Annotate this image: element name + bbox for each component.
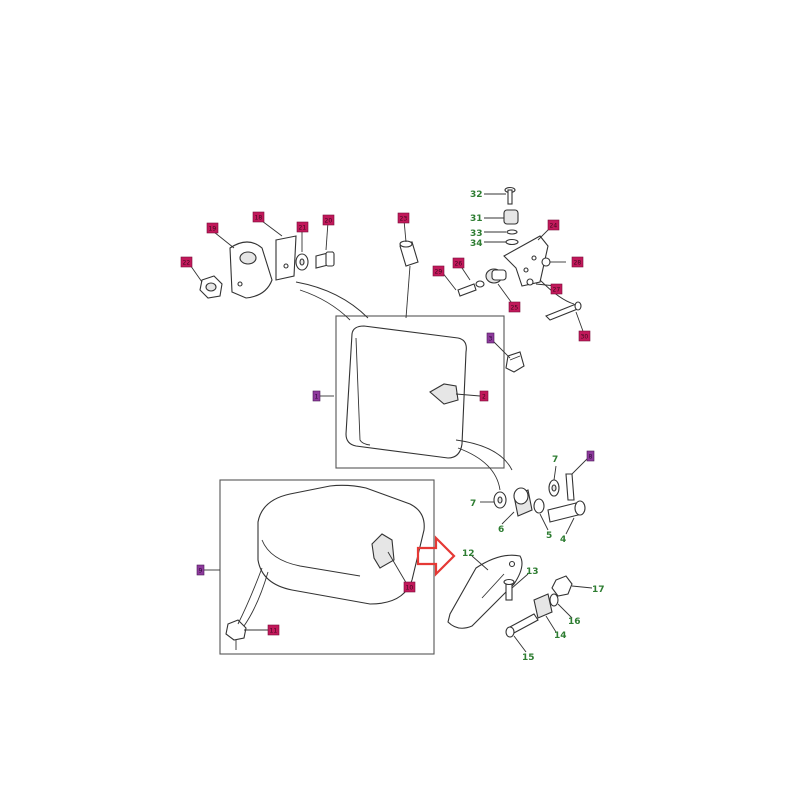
lower-assembly-box [219, 479, 435, 655]
tag-20: 20 [322, 214, 335, 226]
washer-16-part [549, 593, 559, 607]
nut-28-part [541, 257, 551, 267]
callout-7a: 7 [552, 455, 558, 465]
pivot-25-part [485, 268, 507, 284]
callout-4: 4 [560, 535, 566, 545]
callout-31: 31 [470, 214, 483, 224]
screw-32-part [504, 186, 516, 205]
purple-callouts: 1 3 8 9 [196, 332, 595, 576]
lower-cover-part [257, 484, 425, 605]
upper-assembly-box [335, 315, 505, 469]
bush-31-part [503, 209, 519, 225]
svg-text:19: 19 [209, 226, 217, 233]
hinge-bracket-24-part [503, 235, 549, 287]
bolt-29-part [457, 280, 485, 297]
svg-text:9: 9 [199, 568, 203, 575]
callout-15: 15 [522, 653, 535, 663]
svg-text:30: 30 [581, 334, 589, 341]
svg-text:22: 22 [183, 260, 191, 267]
tag-10: 10 [403, 581, 416, 593]
grommet-part [225, 619, 247, 650]
tag-9: 9 [196, 564, 205, 576]
tag-24: 24 [547, 219, 560, 231]
tag-25: 25 [508, 301, 521, 313]
svg-text:27: 27 [553, 287, 561, 294]
washers-33-34-part [505, 229, 519, 246]
tag-27: 27 [550, 283, 563, 295]
nut-17-part [551, 575, 573, 597]
red-callouts: 19 18 21 20 22 23 24 28 26 29 27 25 30 2… [180, 211, 591, 636]
svg-text:8: 8 [589, 454, 593, 461]
stud-13-part [503, 578, 515, 601]
tag-11: 11 [267, 624, 280, 636]
svg-text:24: 24 [550, 223, 558, 230]
tag-26: 26 [452, 257, 465, 269]
plate-18-part [275, 235, 297, 281]
tag-8: 8 [586, 450, 595, 462]
callout-13: 13 [526, 567, 539, 577]
svg-text:21: 21 [299, 225, 307, 232]
callout-17: 17 [592, 585, 605, 595]
callout-16: 16 [568, 617, 581, 627]
upper-cover-part [345, 325, 467, 459]
spacer-23-part [399, 240, 419, 267]
tag-2: 2 [479, 390, 489, 402]
washer-7b-part [493, 491, 507, 509]
bracket-19-part [229, 241, 273, 299]
bush-14-part [533, 593, 553, 619]
tag-18: 18 [252, 211, 265, 223]
callout-32: 32 [470, 190, 483, 200]
stay-12-part [447, 554, 523, 629]
svg-text:11: 11 [270, 628, 278, 635]
tag-29: 29 [432, 265, 445, 277]
svg-text:10: 10 [406, 585, 414, 592]
tag-22: 22 [180, 256, 193, 268]
tag-21: 21 [296, 221, 309, 233]
svg-text:2: 2 [482, 394, 486, 401]
svg-text:26: 26 [455, 261, 463, 268]
svg-text:20: 20 [325, 218, 333, 225]
nut-22-part [199, 275, 223, 299]
washer-5-part [533, 498, 545, 514]
tag-30: 30 [578, 330, 591, 342]
bush-6-part [513, 487, 533, 517]
svg-text:28: 28 [574, 260, 582, 267]
bolt-20-part [315, 251, 335, 269]
green-callouts: 32 31 33 34 7 7 6 5 4 12 13 17 16 14 15 [462, 190, 605, 663]
tag-3: 3 [486, 332, 495, 344]
washer-21-part [295, 253, 309, 271]
callout-6: 6 [498, 525, 504, 535]
callout-14: 14 [554, 631, 567, 641]
svg-text:25: 25 [511, 305, 519, 312]
red-arrow-icon [416, 535, 456, 577]
callout-12: 12 [462, 549, 475, 559]
callout-34: 34 [470, 239, 483, 249]
tag-1: 1 [312, 390, 321, 402]
svg-text:18: 18 [255, 215, 263, 222]
pin-30-part [545, 301, 582, 321]
svg-text:29: 29 [435, 269, 443, 276]
bolt-15-part [505, 613, 539, 638]
svg-text:1: 1 [315, 394, 319, 401]
callout-5: 5 [546, 531, 552, 541]
callout-7b: 7 [470, 499, 476, 509]
callout-33: 33 [470, 229, 483, 239]
tag-23: 23 [397, 212, 410, 224]
bolt-4-part [547, 500, 586, 523]
tag-28: 28 [571, 256, 584, 268]
tag-19: 19 [206, 222, 219, 234]
clip-part [505, 351, 525, 373]
svg-text:3: 3 [489, 336, 493, 343]
washer-27-part [526, 278, 534, 286]
spring-pin-8-part [565, 473, 575, 501]
washer-7a-part [548, 479, 560, 497]
svg-text:23: 23 [400, 216, 408, 223]
